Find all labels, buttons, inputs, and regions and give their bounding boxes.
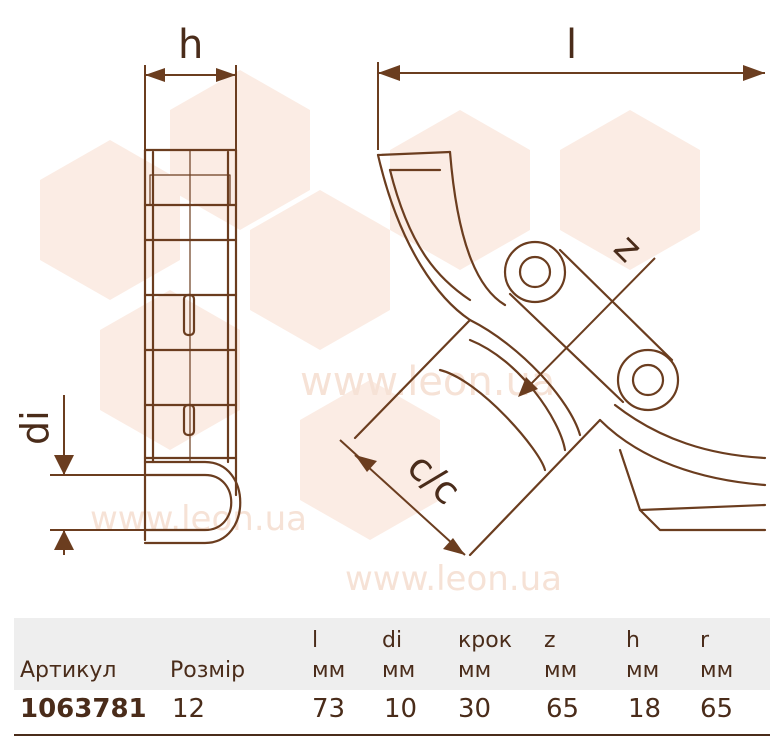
header-h: h (626, 628, 640, 653)
value-size: 12 (172, 694, 206, 724)
bend-view (353, 150, 767, 557)
unit-di: мм (382, 658, 416, 683)
header-l: l (312, 628, 319, 653)
value-l: 73 (312, 694, 346, 724)
dimension-lines (50, 62, 765, 556)
technical-drawing: www.leon.ua www.leon.ua www.leon.ua (13, 22, 767, 599)
unit-z: мм (544, 658, 578, 683)
table-header-band (14, 618, 770, 690)
unit-r: мм (700, 658, 734, 683)
value-step: 30 (458, 694, 492, 724)
value-di: 10 (384, 694, 418, 724)
unit-step: мм (458, 658, 492, 683)
value-r: 65 (700, 694, 734, 724)
header-step: крок (458, 628, 513, 653)
value-h: 18 (628, 694, 662, 724)
watermark-text: www.leon.ua (345, 559, 562, 599)
value-z: 65 (546, 694, 580, 724)
dim-label-h: h (178, 22, 203, 68)
header-r: r (700, 628, 710, 653)
dim-label-di: di (13, 410, 57, 445)
spec-table: l di крок z h r Артикул Розмір мм мм мм … (14, 618, 770, 736)
unit-h: мм (626, 658, 660, 683)
watermark-text: www.leon.ua (90, 499, 307, 539)
watermark-text: www.leon.ua (300, 359, 555, 405)
header-di: di (382, 628, 403, 653)
dim-label-l: l (566, 22, 577, 68)
table-bottom-rule (14, 734, 770, 736)
value-article: 1063781 (20, 694, 147, 724)
header-size: Розмір (170, 658, 246, 683)
unit-l: мм (312, 658, 346, 683)
header-article: Артикул (20, 658, 117, 683)
header-z: z (544, 628, 556, 653)
